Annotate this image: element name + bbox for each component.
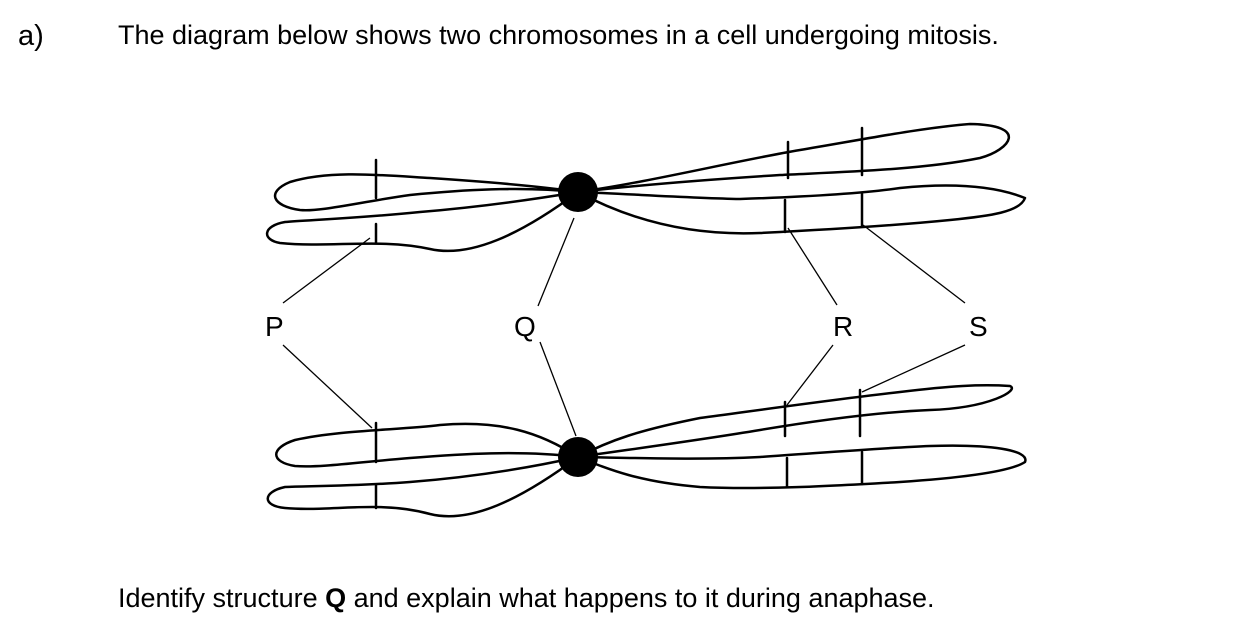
pointer-line-r-lower <box>786 344 834 406</box>
lower-left-chromatid-a <box>275 422 580 468</box>
question-number: a) <box>18 20 44 52</box>
pointer-line-p-lower <box>282 344 373 429</box>
upper-right-chromatid-b <box>576 184 1027 235</box>
pointer-line-p-upper <box>282 237 371 304</box>
pointer-line-s-lower <box>861 344 966 393</box>
question-stem: The diagram below shows two chromosomes … <box>118 20 999 50</box>
question-prompt: Identify structure Q and explain what ha… <box>118 583 935 614</box>
pointer-line-r-upper <box>787 227 838 306</box>
label-s: S <box>969 311 988 342</box>
label-p: P <box>265 311 284 342</box>
lower-right-chromatid-a <box>576 384 1013 459</box>
upper-left-chromatid-b <box>265 190 580 253</box>
question-text-before: Identify structure <box>118 583 326 613</box>
upper-centromere <box>558 172 598 212</box>
label-q: Q <box>514 311 536 342</box>
pointer-line-q-upper <box>537 217 575 307</box>
pointer-line-s-upper <box>862 224 966 304</box>
question-bold-term: Q <box>325 583 347 613</box>
pointer-line-q-lower <box>539 341 577 437</box>
upper-left-chromatid-a <box>273 173 580 212</box>
lower-centromere <box>558 437 598 477</box>
label-r: R <box>833 311 853 342</box>
upper-right-chromatid-a <box>576 122 1010 194</box>
question-text-after: and explain what happens to it during an… <box>346 583 935 613</box>
lower-left-chromatid-b <box>266 455 580 518</box>
lower-right-chromatid-b <box>576 444 1027 490</box>
